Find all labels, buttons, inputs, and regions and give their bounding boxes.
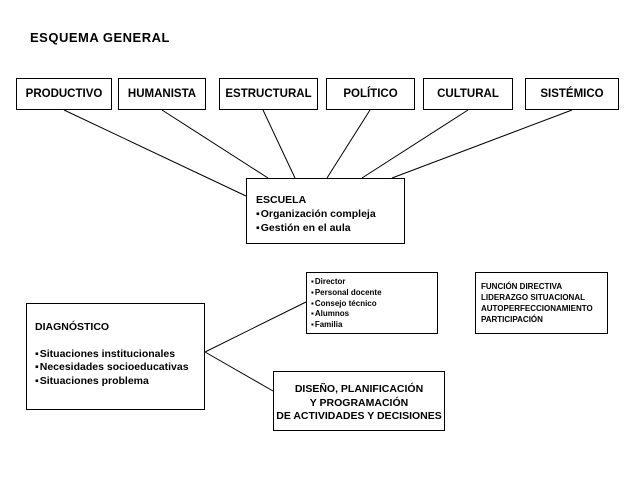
funcion-line: AUTOPERFECCIONAMIENTO — [481, 304, 593, 313]
actor-item: Familia — [311, 320, 437, 331]
actor-item: Personal docente — [311, 288, 437, 299]
diagnostico-item: Necesidades socioeducativas — [35, 361, 204, 375]
connector-humanista — [161, 109, 269, 179]
actor-item: Consejo técnico — [311, 299, 437, 310]
box-estructural: ESTRUCTURAL — [219, 78, 318, 110]
connector-sistemico — [391, 109, 573, 179]
diagnostico-item: Situaciones problema — [35, 375, 204, 389]
box-diseno: DISEÑO, PLANIFICACIÓN Y PROGRAMACIÓN DE … — [273, 371, 445, 431]
connector-estructural — [262, 109, 296, 179]
actores-list: Director Personal docente Consejo técnic… — [311, 277, 437, 331]
diagnostico-item: Situaciones institucionales — [35, 348, 204, 362]
connector-productivo — [63, 109, 247, 197]
escuela-heading: ESCUELA — [256, 194, 307, 206]
diagnostico-list: Situaciones institucionales Necesidades … — [35, 348, 204, 389]
funcion-line: PARTICIPACIÓN — [481, 315, 543, 324]
box-actores: Director Personal docente Consejo técnic… — [306, 272, 438, 334]
actor-item: Alumnos — [311, 309, 437, 320]
connector-diagnostico-diseno — [204, 351, 274, 392]
funcion-line: LIDERAZGO SITUACIONAL — [481, 293, 585, 302]
box-diagnostico: DIAGNÓSTICO Situaciones institucionales … — [26, 303, 205, 410]
box-sistemico: SISTÉMICO — [525, 78, 619, 110]
funcion-line: FUNCIÓN DIRECTIVA — [481, 282, 563, 291]
box-politico: POLÍTICO — [326, 78, 415, 110]
actor-item: Director — [311, 277, 437, 288]
box-escuela: ESCUELA Organización compleja Gestión en… — [246, 178, 405, 244]
diseno-line: Y PROGRAMACIÓN — [309, 396, 409, 409]
escuela-item: Organización compleja — [256, 207, 404, 221]
diseno-line: DE ACTIVIDADES Y DECISIONES — [276, 410, 442, 422]
box-productivo: PRODUCTIVO — [16, 78, 112, 110]
diagnostico-heading: DIAGNÓSTICO — [35, 321, 110, 333]
connector-cultural — [361, 109, 469, 179]
connector-politico — [326, 109, 371, 179]
box-cultural: CULTURAL — [423, 78, 513, 110]
diseno-line: DISEÑO, PLANIFICACIÓN — [294, 383, 424, 395]
connector-diagnostico-actores — [204, 301, 307, 353]
box-funcion-directiva: FUNCIÓN DIRECTIVA LIDERAZGO SITUACIONAL … — [475, 272, 608, 334]
box-humanista: HUMANISTA — [118, 78, 206, 110]
escuela-list: Organización compleja Gestión en el aula — [256, 207, 404, 235]
diagram-title: ESQUEMA GENERAL — [30, 30, 170, 45]
escuela-item: Gestión en el aula — [256, 221, 404, 235]
